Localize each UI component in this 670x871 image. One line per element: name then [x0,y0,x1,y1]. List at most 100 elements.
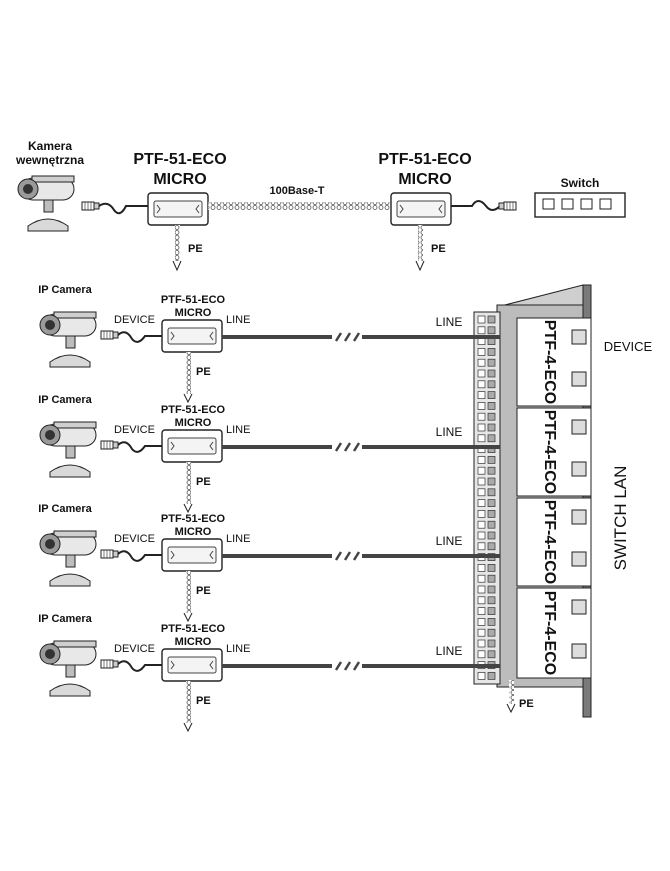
ptf4-module-1: PTF-4-ECO [516,317,592,407]
panel-port [477,391,486,399]
line-label-right: LINE [436,315,463,329]
panel-port [487,618,496,626]
panel-port [477,618,486,626]
module-label-1: PTF-4-ECO [541,320,558,404]
panel-port [487,542,496,551]
panel-port [487,369,496,378]
ground-wire [186,462,191,504]
ip-camera-icon [39,640,97,697]
panel-port [487,564,496,572]
cable-break-mark [343,661,352,671]
panel-port [477,369,486,378]
device-label: DEVICE [114,643,155,655]
protector-left-name: PTF-51-ECO [133,151,226,168]
switch-lan-label: SWITCH LAN [611,466,630,571]
ground-terminal-icon [183,503,193,514]
panel-port [477,574,486,583]
camera-label-line1: Kamera [28,139,72,153]
panel-port [487,423,496,432]
ground-terminal-right-icon [415,260,425,272]
panel-ground-terminal-icon [506,703,516,714]
panel-port [477,380,486,389]
panel-port [477,326,486,335]
top-diagram: Kamera wewnętrzna PTF-51-ECO MICRO 100Ba… [15,139,626,272]
protector-box [161,648,223,682]
line-label-left: LINE [226,314,250,326]
cable-break-mark [343,442,352,452]
cable-break-mark [352,332,361,342]
protector-box [161,538,223,572]
panel-port [477,402,486,410]
protector-right-model: MICRO [398,171,451,188]
device-label: DEVICE [114,314,155,326]
protector-name: PTF-51-ECO [161,623,226,635]
panel-port [487,574,496,583]
cable-break-mark [343,332,352,342]
protector-model: MICRO [175,636,212,648]
pe-label: PE [196,476,211,488]
protector-model: MICRO [175,307,212,319]
panel-port [477,607,486,615]
line-label-left: LINE [226,533,250,545]
cable-break-mark [334,442,343,452]
panel-port [477,315,486,324]
device-cable [117,331,162,343]
ip-camera-icon [39,530,97,587]
panel-port [487,531,496,540]
panel-port [487,358,496,367]
module-label-2: PTF-4-ECO [541,410,558,494]
panel-port [477,510,486,518]
cable-break-mark [334,332,343,342]
panel-port [487,499,496,507]
line-label-right: LINE [436,534,463,548]
panel-port [477,466,486,475]
panel-port [477,456,486,464]
cable-break-mark [352,661,361,671]
panel-port [487,434,496,443]
rj45-plug-icon [100,440,119,450]
panel-port [477,499,486,507]
rj45-plug-icon [81,201,100,211]
protector-right-box [390,192,452,226]
module-label-3: PTF-4-ECO [541,500,558,584]
panel-port [487,596,496,605]
ground-wire [186,571,191,613]
panel-port [487,585,496,594]
panel-port [487,477,496,486]
ptf4-module-3: PTF-4-ECO [516,497,592,587]
panel-port [477,358,486,367]
ground-wire-right [418,225,423,261]
panel-port [477,639,486,648]
pe-label: PE [196,695,211,707]
panel-port [487,607,496,615]
ground-wire-left [175,225,180,261]
panel-device-label: DEVICE [604,339,653,354]
panel-port [487,650,496,659]
panel-port [477,564,486,572]
ground-terminal-icon [183,393,193,404]
panel-port [477,596,486,605]
panel-port [487,466,496,475]
indoor-camera-icon [17,175,75,232]
panel-port [477,412,486,421]
ip-camera-label: IP Camera [38,394,92,406]
panel-port [477,423,486,432]
panel-port [487,488,496,497]
protector-left-box [147,192,209,226]
panel-port [487,639,496,648]
ip-camera-label: IP Camera [38,284,92,296]
panel-port [487,326,496,335]
rj45-plug-icon [100,659,119,669]
cable-break-mark [334,661,343,671]
ground-wire [186,352,191,394]
cable-break-mark [352,551,361,561]
protector-name: PTF-51-ECO [161,513,226,525]
panel-port [487,520,496,529]
ground-wire [186,681,191,723]
panel-port [477,477,486,486]
ip-camera-icon [39,311,97,368]
pe-label-panel: PE [519,698,534,710]
